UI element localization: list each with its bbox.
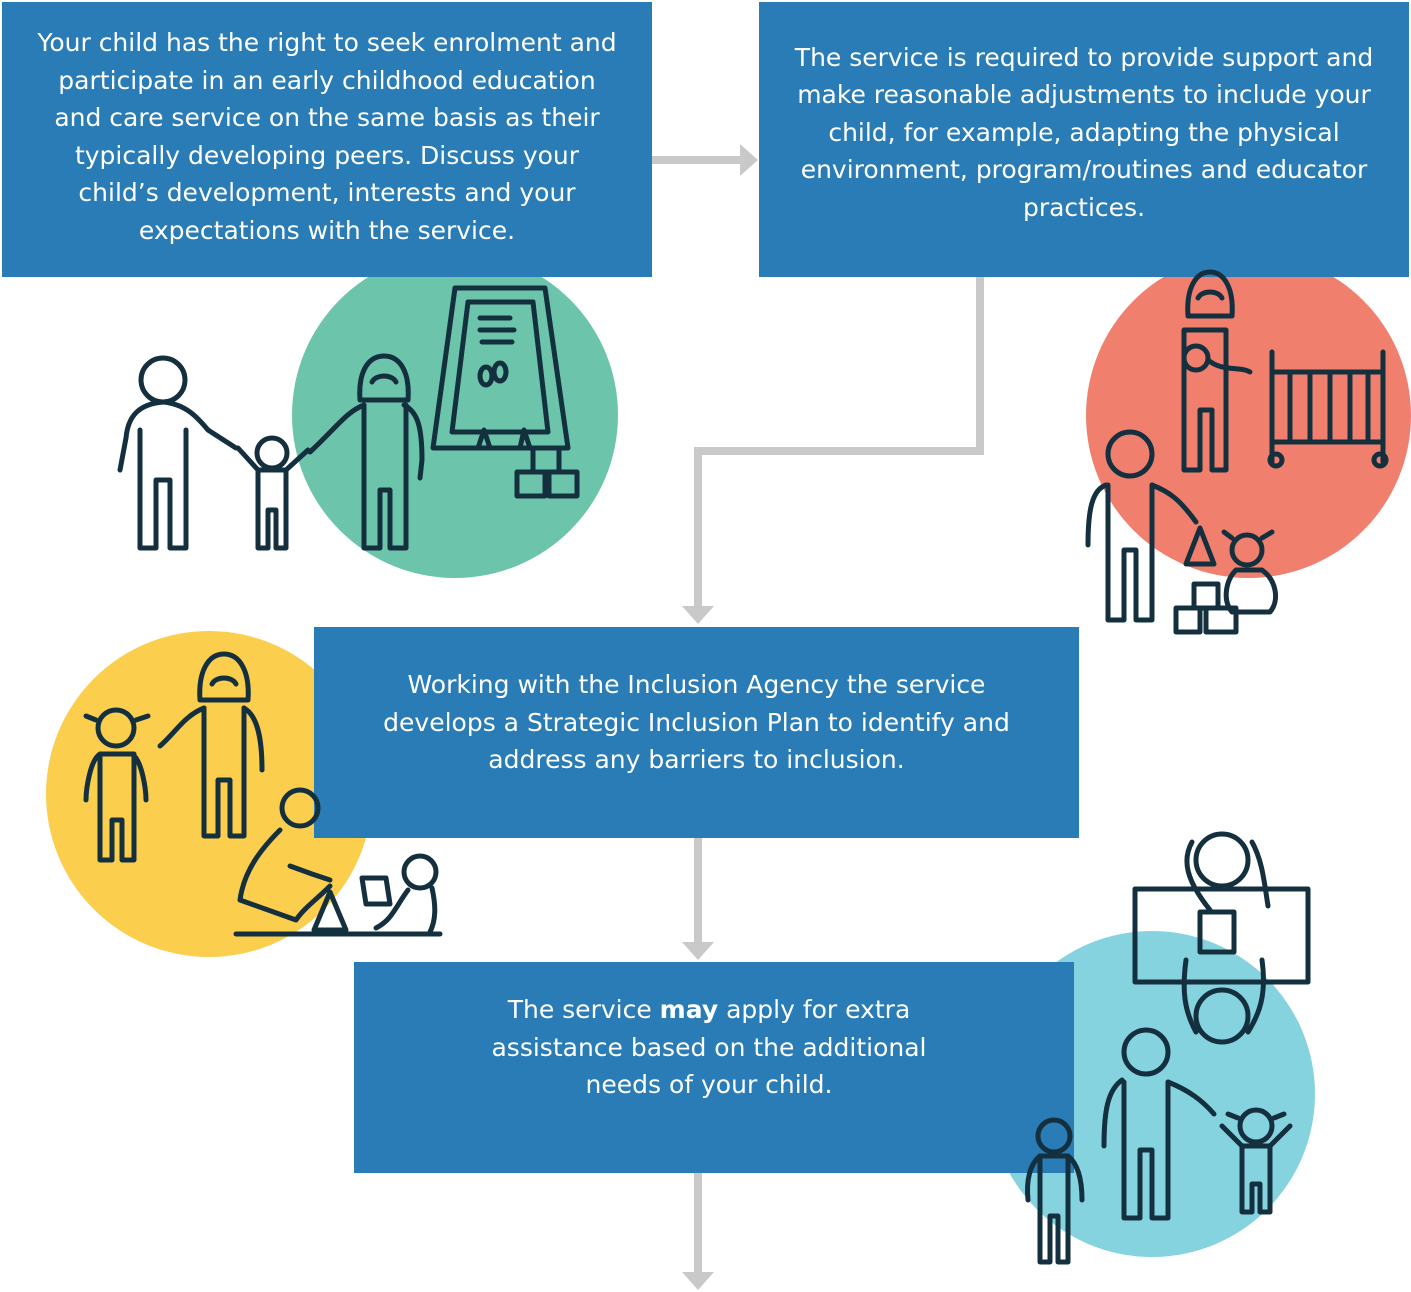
step-extra-assistance-text: The service may apply for extra assistan… [491, 995, 927, 1100]
step-enrolment-box: Your child has the right to seek enrolme… [2, 2, 652, 277]
red-circle [1086, 253, 1411, 578]
arrow-step4-down [682, 1173, 714, 1290]
children-playing-icon [83, 651, 443, 937]
step-inclusion-plan-box: Working with the Inclusion Agency the se… [314, 627, 1079, 838]
step-extra-assistance-box: The service may apply for extra assistan… [354, 962, 1074, 1173]
arrow-step2-to-step3 [682, 277, 984, 624]
meeting-and-family-icon [1025, 831, 1311, 1265]
step-inclusion-plan-text: Working with the Inclusion Agency the se… [383, 670, 1010, 775]
arrow-step1-to-step2 [652, 144, 758, 176]
arrow-step3-to-step4 [682, 838, 714, 960]
step-adjustments-box: The service is required to provide suppo… [759, 2, 1409, 277]
step-enrolment-text: Your child has the right to seek enrolme… [37, 28, 617, 245]
step-adjustments-text: The service is required to provide suppo… [794, 42, 1374, 222]
educators-with-children-icon [1085, 269, 1389, 635]
family-at-childcare-icon [117, 285, 580, 551]
